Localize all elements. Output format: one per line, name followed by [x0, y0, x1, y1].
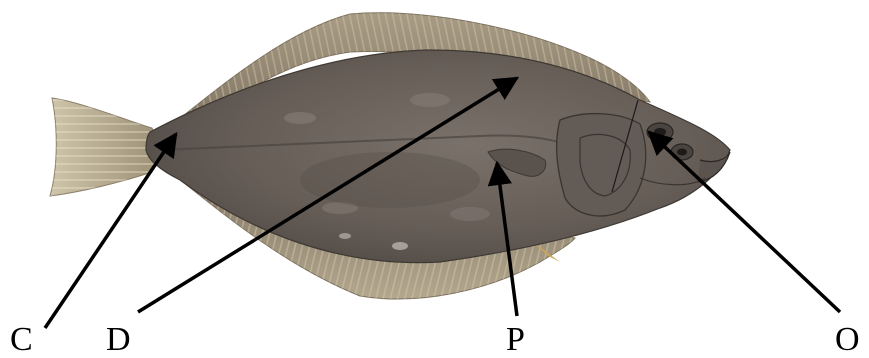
- label-p: P: [506, 321, 525, 358]
- callout-labels: C D P O: [10, 321, 860, 358]
- caudal-fin: [50, 98, 158, 196]
- arrow-o: [649, 132, 840, 312]
- label-d: D: [106, 321, 131, 358]
- label-o: O: [835, 321, 860, 358]
- label-c: C: [10, 321, 33, 358]
